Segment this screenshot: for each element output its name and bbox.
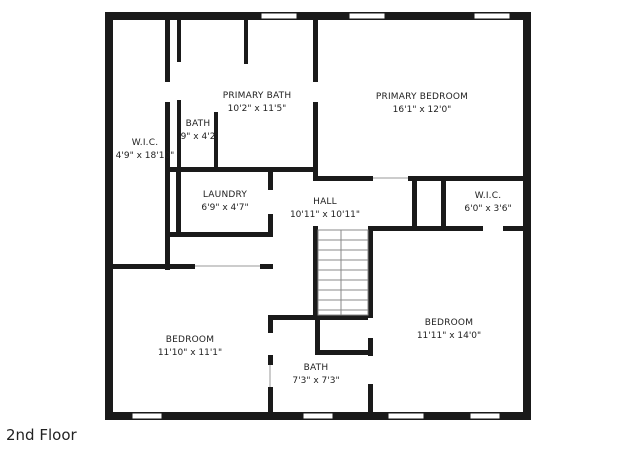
wall-hall-bath-tub-bottom: [315, 350, 368, 355]
room-name: BATH: [185, 119, 211, 129]
wall-wic-right-left: [441, 176, 446, 231]
wall-hall-bedroom-left: [368, 226, 373, 318]
wall-hall-bath-top: [268, 315, 368, 320]
room-name: HALL: [313, 197, 337, 207]
room-dims: 10'11" x 10'11": [289, 210, 361, 220]
room-label-primary-bedroom: PRIMARY BEDROOM 16'1" x 12'0": [362, 91, 482, 117]
wall-laundry-top: [170, 167, 318, 172]
room-label-laundry: LAUNDRY 6'9" x 4'7": [190, 189, 260, 215]
room-label-wic-left: W.I.C. 4'9" x 18'10": [112, 137, 178, 163]
wall-wic-right-bottom: [441, 226, 483, 231]
room-dims: 7'3" x 7'3": [292, 376, 340, 386]
window-bottom-right-2: [469, 412, 501, 420]
interior-walls: [113, 20, 523, 412]
room-label-bath-small: BATH 9" x 4'2: [176, 118, 220, 144]
room-label-bedroom-left: BEDROOM 11'10" x 11'1": [150, 334, 230, 360]
staircase: [317, 229, 369, 316]
room-label-wic-right: W.I.C. 6'0" x 3'6": [456, 190, 520, 216]
room-name: W.I.C.: [474, 191, 502, 201]
window-bottom-left: [131, 412, 163, 420]
room-name: LAUNDRY: [202, 190, 248, 200]
room-dims: 16'1" x 12'0": [392, 105, 452, 115]
wall-primary-bedroom-bottom-r: [408, 176, 523, 181]
room-dims: 6'0" x 3'6": [464, 204, 512, 214]
room-label-bath-hall: BATH 7'3" x 7'3": [284, 362, 348, 388]
wall-left-bedroom-top-r: [260, 264, 273, 269]
room-label-hall: HALL 10'11" x 10'11": [285, 196, 365, 222]
windows: [131, 12, 511, 420]
room-dims: 6'9" x 4'7": [201, 203, 249, 213]
room-name: BATH: [303, 363, 329, 373]
wall-stair-left: [313, 226, 318, 316]
window-top-bath: [260, 12, 298, 20]
window-top-bedroom-2: [473, 12, 511, 20]
wall-hall-bath-left-lower: [268, 355, 273, 365]
wall-hall-bedroom-left-bot: [368, 384, 373, 412]
wall-closet-bottom: [412, 226, 446, 231]
room-dims: 11'10" x 11'1": [157, 348, 223, 358]
wall-laundry-right: [268, 172, 273, 190]
window-bottom-right-1: [387, 412, 425, 420]
wall-top: [105, 12, 531, 20]
wall-laundry-bottom: [170, 232, 273, 237]
room-name: BEDROOM: [165, 335, 215, 345]
room-dims: 10'2" x 11'5": [227, 104, 287, 114]
wall-laundry-left: [176, 172, 181, 236]
wall-hall-bath-left: [268, 315, 273, 333]
wall-primary-bedroom-bottom: [313, 176, 373, 181]
wall-bath-small-right: [214, 112, 218, 168]
wall-bath-divider-1: [177, 20, 181, 62]
room-name: PRIMARY BATH: [222, 91, 292, 101]
wall-wic-right: [165, 20, 170, 82]
wall-wic-right-lower: [165, 102, 170, 270]
wall-bath-divider-2: [244, 20, 248, 64]
wall-bath-bedroom-lower: [313, 102, 318, 176]
room-dims: 11'11" x 14'0": [416, 331, 482, 341]
room-dims: 9" x 4'2: [180, 132, 216, 142]
room-label-bedroom-right: BEDROOM 11'11" x 14'0": [409, 317, 489, 343]
room-name: BEDROOM: [424, 318, 474, 328]
door-openings: [195, 177, 408, 387]
wall-left: [105, 12, 113, 420]
window-bottom-bath: [302, 412, 334, 420]
floor-title: 2nd Floor: [6, 426, 77, 444]
room-name: PRIMARY BEDROOM: [375, 92, 469, 102]
wall-hall-bedroom-top: [373, 226, 412, 231]
wall-hall-bedroom-left-lower: [368, 338, 373, 356]
wall-bath-bedroom: [313, 20, 318, 82]
wall-hall-bath-tub-left: [315, 320, 320, 354]
window-top-bedroom-1: [348, 12, 386, 20]
wall-right: [523, 12, 531, 420]
room-name: W.I.C.: [131, 138, 159, 148]
room-label-primary-bath: PRIMARY BATH 10'2" x 11'5": [207, 90, 307, 116]
wall-bath-small-top: [177, 100, 181, 168]
wall-hall-bath-left-bot: [268, 387, 273, 412]
room-dims: 4'9" x 18'10": [115, 151, 175, 161]
stair-outline: [317, 229, 369, 316]
wall-laundry-right-lower: [268, 214, 273, 236]
wall-wic-right-bottom-r: [503, 226, 523, 231]
wall-closet-post: [412, 176, 417, 231]
wall-left-bedroom-top: [113, 264, 195, 269]
